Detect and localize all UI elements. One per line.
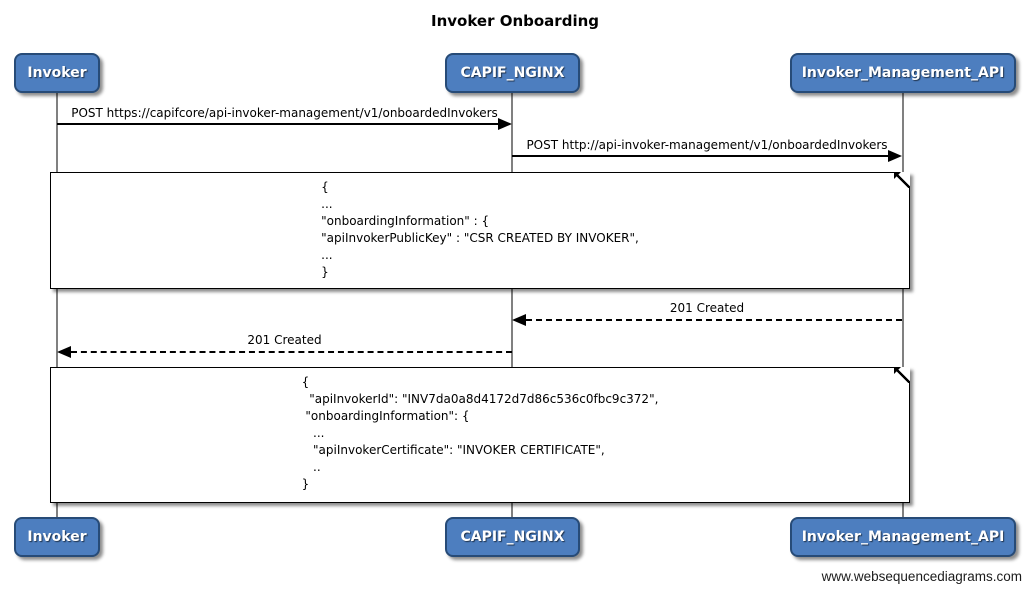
note-response-body: { "apiInvokerId": "INV7da0a8d4172d7d86c5… (50, 367, 910, 503)
lifeline-capif-nginx (511, 93, 513, 518)
message-label: 201 Created (669, 301, 745, 315)
actor-box-invoker-bottom: Invoker (14, 517, 100, 557)
message-label: POST http://api-invoker-management/v1/on… (526, 138, 888, 152)
diagram-title: Invoker Onboarding (431, 12, 599, 30)
actor-label: Invoker_Management_API (801, 65, 1005, 81)
arrowhead-left-icon (57, 346, 71, 358)
actor-label: Invoker (27, 65, 87, 81)
arrowhead-right-icon (888, 150, 902, 162)
actor-box-capif-nginx-top: CAPIF_NGINX (445, 53, 580, 93)
note-fold-icon (894, 172, 910, 188)
actor-box-capif-nginx-bottom: CAPIF_NGINX (445, 517, 580, 557)
arrowhead-left-icon (512, 314, 526, 326)
actor-label: CAPIF_NGINX (460, 65, 565, 81)
actor-label: Invoker (27, 529, 87, 545)
actor-box-invoker-management-api-bottom: Invoker_Management_API (790, 517, 1016, 557)
note-fold-icon (894, 367, 910, 383)
note-text: { ... "onboardingInformation" : { "apiIn… (321, 180, 639, 279)
note-request-body: { ... "onboardingInformation" : { "apiIn… (50, 172, 910, 289)
lifeline-invoker-management-api (902, 93, 904, 518)
actor-box-invoker-management-api-top: Invoker_Management_API (790, 53, 1016, 93)
message-label: 201 Created (247, 333, 322, 347)
actor-box-invoker-top: Invoker (14, 53, 100, 93)
watermark: www.websequencediagrams.com (821, 569, 1022, 584)
message-arrow-line (57, 123, 500, 125)
message-arrow-line (526, 319, 902, 321)
actor-label: CAPIF_NGINX (460, 529, 565, 545)
actor-label: Invoker_Management_API (801, 529, 1005, 545)
arrowhead-right-icon (498, 118, 512, 130)
message-arrow-line (512, 155, 890, 157)
note-text: { "apiInvokerId": "INV7da0a8d4172d7d86c5… (301, 375, 659, 491)
message-label: POST https://capifcore/api-invoker-manag… (71, 106, 498, 120)
lifeline-invoker (56, 93, 58, 518)
message-arrow-line (71, 351, 512, 353)
